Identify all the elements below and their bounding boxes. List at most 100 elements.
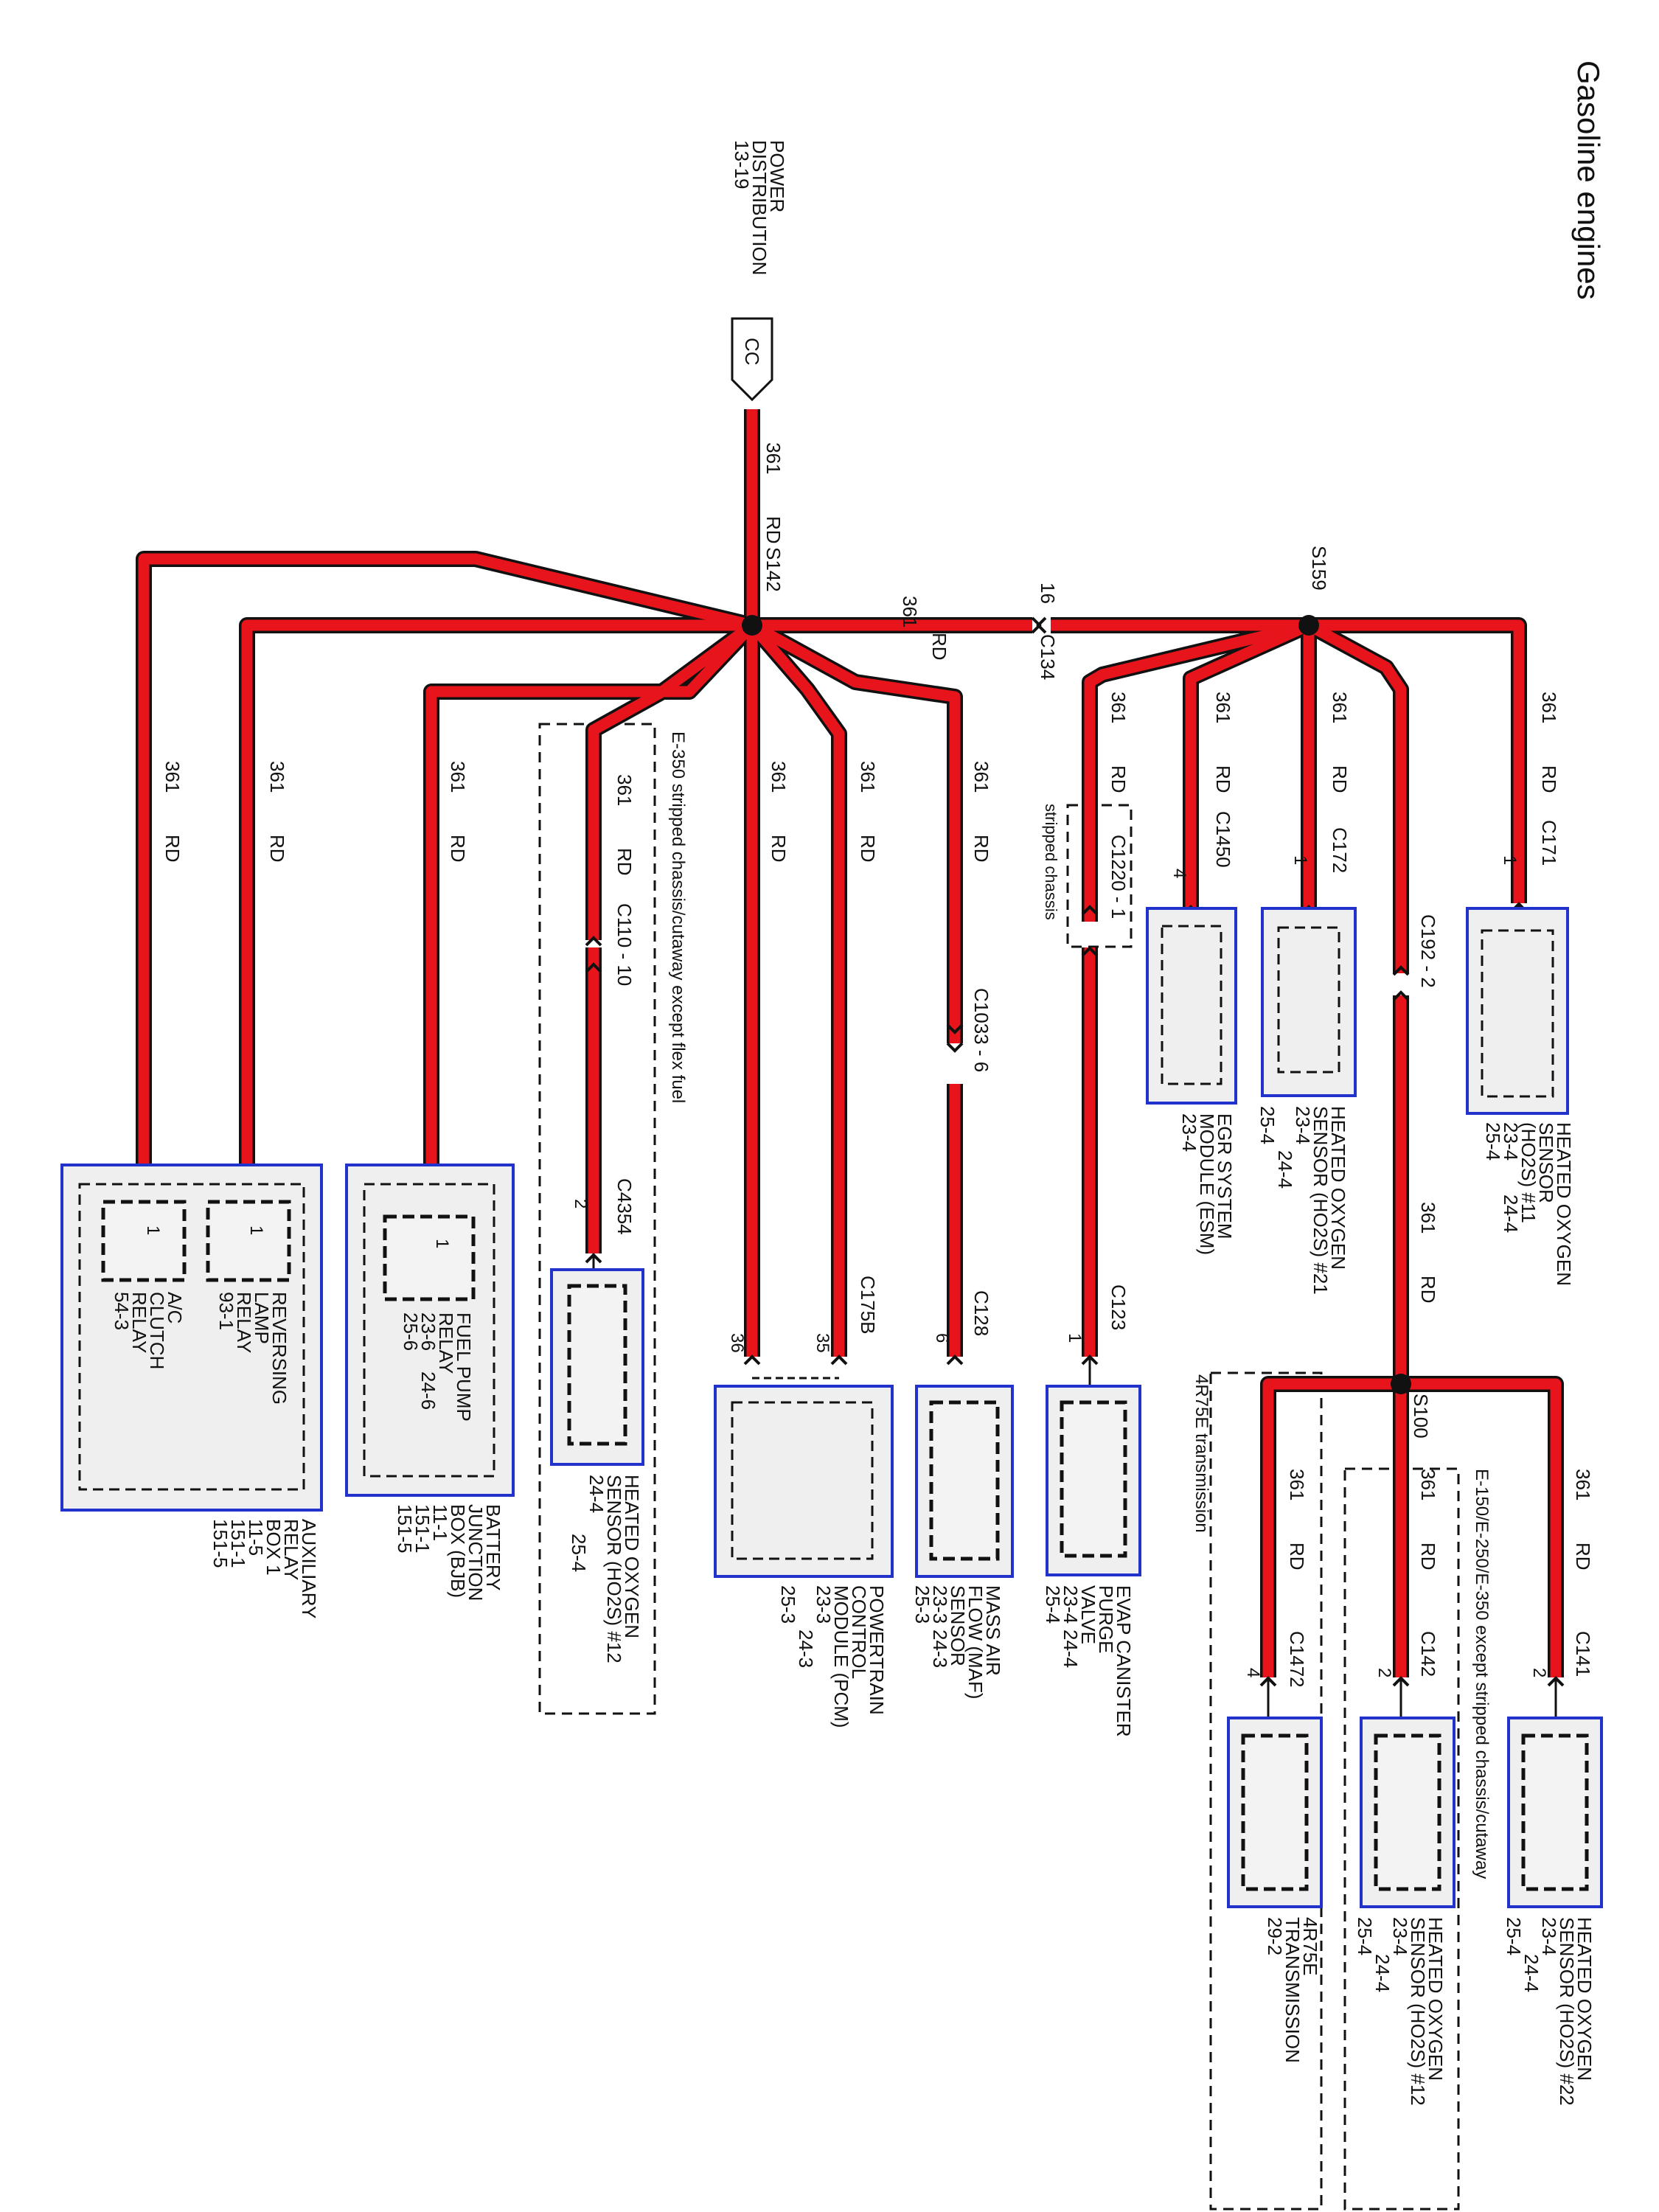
fuel-relay-line-3: 24-6 <box>417 1371 439 1410</box>
ac-relay-line-0: A/C <box>164 1292 186 1324</box>
c128-pin: 6 <box>932 1333 952 1343</box>
evap-wire-circuit: 361 <box>1107 692 1130 723</box>
bjb-line-5: 151-5 <box>394 1504 416 1554</box>
rev-relay-line-2: RELAY <box>233 1292 255 1353</box>
esm-line-1: MODULE (ESM) <box>1196 1113 1218 1255</box>
bjb-line-3: 11-1 <box>429 1504 451 1541</box>
bus-wire-color: RD <box>928 633 950 661</box>
c172-label: C172 <box>1329 827 1351 873</box>
splice-s142-dot <box>742 615 762 636</box>
c1450-label: C1450 <box>1212 811 1234 868</box>
ho2s12-line-3: 24-4 <box>1371 1954 1394 1992</box>
fuel-relay-box[interactable] <box>383 1214 476 1301</box>
c4354-label: C4354 <box>613 1178 636 1235</box>
c172-pin: 1 <box>1290 855 1310 865</box>
ho2s21-line-2: 23-4 <box>1292 1106 1314 1144</box>
aux-box-line-3: 11-5 <box>245 1519 267 1556</box>
c134-label: C134 <box>1037 634 1059 680</box>
ac-relay-box[interactable] <box>101 1200 187 1282</box>
c1472-pin: 4 <box>1243 1668 1263 1677</box>
pcm-box[interactable] <box>714 1385 894 1578</box>
pcm-line-4: 24-3 <box>795 1630 817 1668</box>
aux-box-line-4: 151-1 <box>227 1519 249 1568</box>
ho2s12-e350-line-2: 24-4 <box>585 1475 608 1513</box>
splice-s142-label: S142 <box>762 547 785 592</box>
c1220-chevron-icon <box>1081 905 1099 916</box>
region-stripped-chassis <box>1066 804 1133 948</box>
aux-box-line-2: BOX 1 <box>262 1519 285 1576</box>
aux-box-line-0: AUXILIARY <box>298 1519 320 1618</box>
ho2s11-line-1: SENSOR <box>1535 1122 1557 1203</box>
evap-line-4: 24-4 <box>1060 1630 1082 1668</box>
ho2s21-box[interactable] <box>1261 907 1357 1097</box>
rev-relay-box[interactable] <box>206 1200 291 1282</box>
splice-s159-label: S159 <box>1308 546 1330 591</box>
aux-b-wire-circuit: 361 <box>266 761 288 793</box>
page-title: Gasoline engines <box>1571 60 1606 300</box>
esm-line-0: EGR SYSTEM <box>1214 1113 1236 1239</box>
esm-box[interactable] <box>1146 907 1237 1105</box>
aux-b-wire-color: RD <box>266 835 288 863</box>
ho2s22-line-0: HEATED OXYGEN <box>1573 1917 1596 2081</box>
pcm-line-0: POWERTRAIN <box>866 1585 888 1715</box>
rev-relay-line-0: REVERSING <box>268 1292 291 1405</box>
ho2s11-wire-color: RD <box>1538 765 1560 793</box>
trans-line-1: TRANSMISSION <box>1281 1917 1304 2063</box>
power-label-line-1: DISTRIBUTION <box>748 140 771 275</box>
ac-relay-pin: 1 <box>143 1225 163 1235</box>
evap-line-5: 25-4 <box>1042 1585 1064 1624</box>
trans-wire-color: RD <box>1286 1543 1308 1571</box>
power-label-line-0: POWER <box>766 140 788 212</box>
c1450-pin: 4 <box>1169 869 1189 878</box>
pcm35-wire-circuit: 361 <box>857 761 879 793</box>
trans-wire-circuit: 361 <box>1286 1469 1308 1500</box>
ho2s22-line-3: 24-4 <box>1520 1954 1543 1992</box>
ho2s21-line-0: HEATED OXYGEN <box>1327 1106 1349 1270</box>
ho2s11-line-0: HEATED OXYGEN <box>1553 1122 1575 1286</box>
aux-a-wire-color: RD <box>161 835 184 863</box>
maf-line-2: SENSOR <box>947 1585 969 1666</box>
region-stripped-label: stripped chassis <box>1042 804 1060 920</box>
bjb-wire-color: RD <box>447 835 469 863</box>
region-e150-label: E-150/E-250/E-350 except stripped chassi… <box>1472 1469 1492 1879</box>
ho2s21-line-3: 24-4 <box>1274 1150 1296 1189</box>
ho2s11-line-2: (HO2S) #11 <box>1517 1122 1540 1223</box>
bjb-line-4: 151-1 <box>411 1504 434 1554</box>
ho2s22-line-2: 23-4 <box>1538 1917 1560 1955</box>
evap-line-0: EVAP CANISTER <box>1113 1585 1135 1737</box>
trunk-wire-color: RD <box>762 516 785 544</box>
splice-s159-dot <box>1298 615 1319 636</box>
fuel-relay-line-1: RELAY <box>435 1312 457 1374</box>
ho2s22-line-1: SENSOR (HO2S) #22 <box>1556 1917 1578 2106</box>
c4354-pin: 2 <box>571 1199 591 1208</box>
evap-line-2: VALVE <box>1077 1585 1099 1644</box>
c110-chevron-icon <box>585 936 602 947</box>
maf-line-3: 23-3 <box>929 1585 951 1624</box>
ho2s22-wire-color: RD <box>1572 1543 1594 1571</box>
ho2s22-line-4: 25-4 <box>1503 1917 1525 1955</box>
ho2s11-line-3: 23-4 <box>1500 1122 1522 1161</box>
ho2s11-box[interactable] <box>1466 907 1569 1115</box>
ho2s12-line-4: 25-4 <box>1354 1917 1376 1955</box>
ho2s12-e350-line-3: 25-4 <box>568 1534 590 1572</box>
esm-line-2: 23-4 <box>1178 1113 1200 1152</box>
pcm-line-5: 25-3 <box>777 1585 799 1624</box>
bjb-line-1: JUNCTION <box>465 1504 487 1601</box>
c171-label: C171 <box>1538 820 1560 866</box>
ho2s21-wire-color: RD <box>1329 765 1351 793</box>
rev-relay-pin: 1 <box>246 1225 266 1235</box>
ho2s12-e350-line-0: HEATED OXYGEN <box>621 1475 643 1638</box>
maf-line-4: 24-3 <box>929 1630 951 1668</box>
c175b-label: C175B <box>857 1276 879 1335</box>
maf-line-1: FLOW (MAF) <box>964 1585 987 1700</box>
maf-wire-circuit: 361 <box>970 761 992 793</box>
c1033-label: C1033 - 6 <box>970 988 992 1072</box>
esm-wire-color: RD <box>1212 765 1234 793</box>
ho2s12-e350-line-1: SENSOR (HO2S) #12 <box>603 1475 625 1663</box>
ac-relay-line-3: 54-3 <box>111 1292 133 1330</box>
c123-pin: 1 <box>1065 1333 1085 1343</box>
c141-pin: 2 <box>1529 1668 1549 1677</box>
ac-relay-line-1: CLUTCH <box>146 1292 168 1369</box>
c123-label: C123 <box>1107 1284 1130 1330</box>
pcm36-wire-color: RD <box>768 835 790 863</box>
